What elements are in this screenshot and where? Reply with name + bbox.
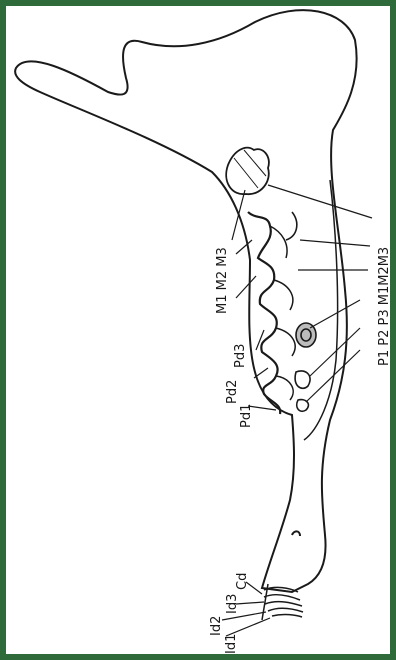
label-p1p2p3m1m2m3-right: P1 P2 P3 M1M2M3 xyxy=(377,247,392,366)
label-pd3: Pd3 xyxy=(233,344,248,368)
label-id2: Id2 xyxy=(209,616,224,636)
label-id1: Id1 xyxy=(224,634,239,654)
label-id3: Id3 xyxy=(225,594,240,614)
label-pd1: Pd1 xyxy=(239,404,254,428)
label-cd: Cd xyxy=(235,573,250,590)
label-m1m2m3-left: M1 M2 M3 xyxy=(215,247,230,314)
label-pd2: Pd2 xyxy=(225,380,240,404)
